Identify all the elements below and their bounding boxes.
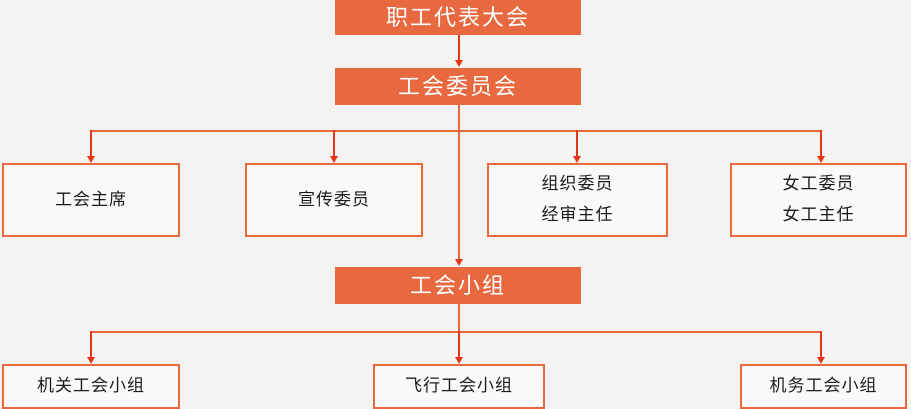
node-staff-congress[interactable]: 职工代表大会 xyxy=(335,0,581,35)
node-label-line1: 组织委员 xyxy=(541,174,614,194)
node-union-chairman[interactable]: 工会主席 xyxy=(2,163,180,237)
node-flight-union-group[interactable]: 飞行工会小组 xyxy=(373,364,545,409)
node-label-line2: 女工主任 xyxy=(782,205,855,224)
connector-committee-to-union-group xyxy=(458,130,460,260)
connector-level3-bus xyxy=(90,130,821,132)
arrowhead-to-women-workers-member xyxy=(817,156,825,163)
node-label: 机关工会小组 xyxy=(37,376,145,396)
connector-level5-bus xyxy=(90,331,821,333)
arrowhead-committee-to-union-group xyxy=(455,259,463,266)
node-label: 职工代表大会 xyxy=(385,4,530,30)
node-agency-union-group[interactable]: 机关工会小组 xyxy=(2,364,180,409)
connector-to-women-workers-member xyxy=(820,130,822,158)
node-label: 工会委员会 xyxy=(397,73,518,99)
node-union-committee[interactable]: 工会委员会 xyxy=(335,68,581,105)
node-women-workers-member[interactable]: 女工委员 女工主任 xyxy=(730,163,907,237)
node-maintenance-union-group[interactable]: 机务工会小组 xyxy=(740,364,907,409)
arrowhead-to-union-chairman xyxy=(87,156,95,163)
arrowhead-congress-to-committee xyxy=(455,60,463,67)
connector-congress-to-committee xyxy=(458,35,460,61)
node-union-group[interactable]: 工会小组 xyxy=(335,267,581,304)
node-label: 工会主席 xyxy=(55,189,127,209)
connector-union-group-trunk xyxy=(458,304,460,331)
arrowhead-to-flight-union-group xyxy=(455,357,463,364)
arrowhead-to-propaganda-member xyxy=(330,156,338,163)
connector-committee-trunk xyxy=(458,105,460,131)
arrowhead-to-organization-member xyxy=(573,156,581,163)
node-propaganda-member[interactable]: 宣传委员 xyxy=(245,163,423,237)
node-organization-member[interactable]: 组织委员 经审主任 xyxy=(487,163,668,237)
node-label: 飞行工会小组 xyxy=(405,376,513,396)
connector-to-propaganda-member xyxy=(333,130,335,158)
connector-to-union-chairman xyxy=(90,130,92,158)
arrowhead-to-agency-union-group xyxy=(87,357,95,364)
node-label-line2: 经审主任 xyxy=(541,205,614,224)
node-label: 机务工会小组 xyxy=(769,376,878,396)
node-label: 工会小组 xyxy=(409,272,506,298)
node-label-line1: 女工委员 xyxy=(782,174,855,194)
connector-to-agency-union-group xyxy=(90,331,92,359)
arrowhead-to-maintenance-union-group xyxy=(817,357,825,364)
node-label: 宣传委员 xyxy=(298,189,370,209)
connector-to-maintenance-union-group xyxy=(820,331,822,359)
connector-to-flight-union-group xyxy=(458,331,460,359)
connector-to-organization-member xyxy=(576,130,578,158)
